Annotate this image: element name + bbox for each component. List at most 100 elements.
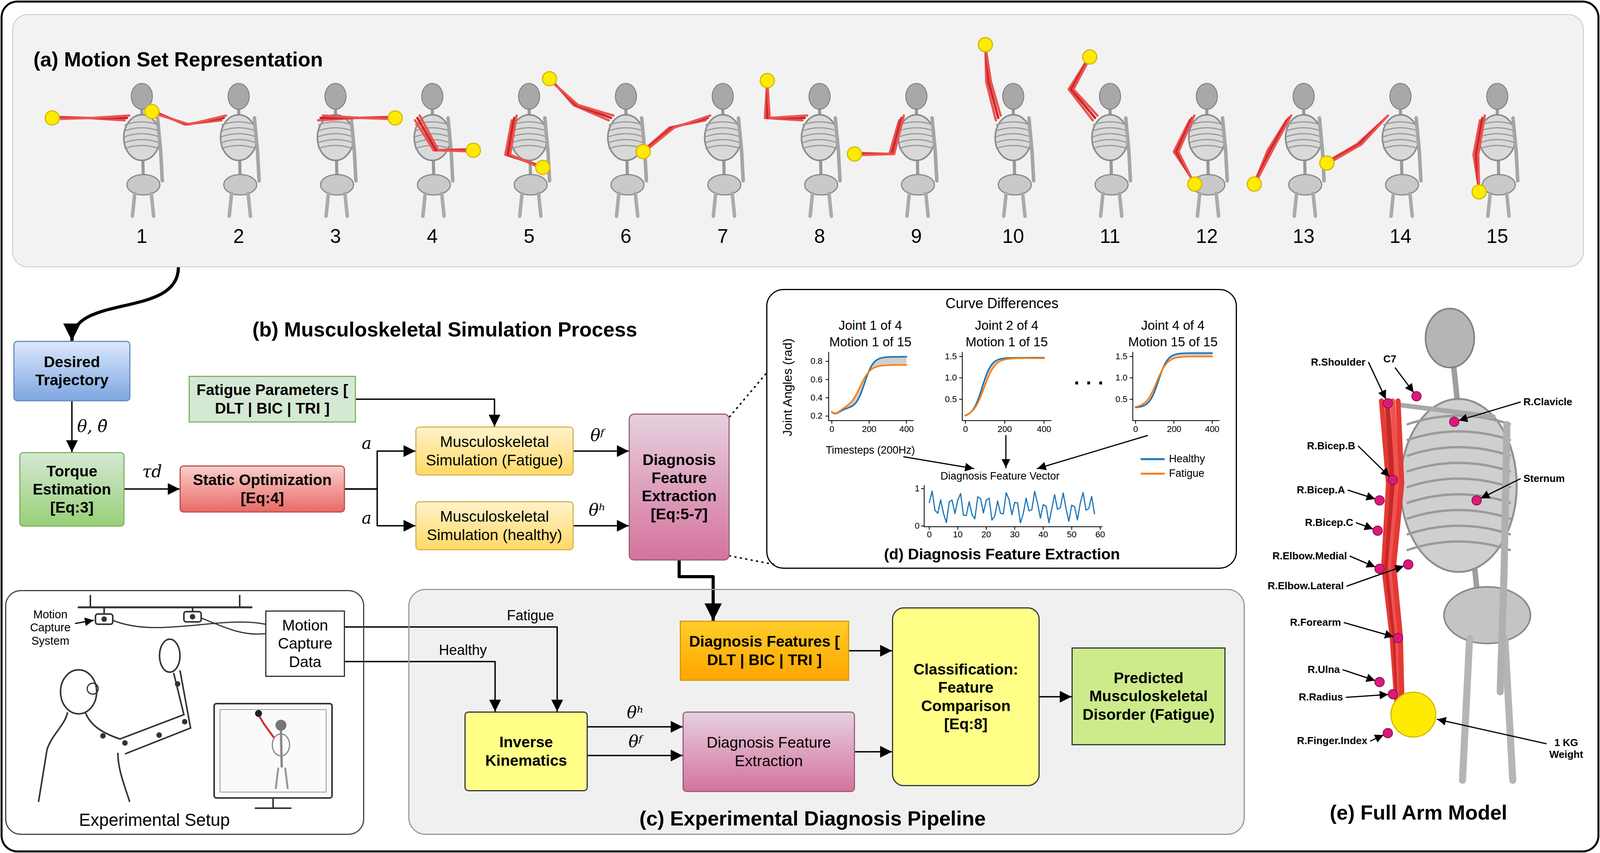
- annotation-label: 50: [1066, 529, 1077, 540]
- annotation-label: Sternum: [1523, 472, 1565, 485]
- healthy-curve: [965, 357, 1045, 416]
- leg: [829, 193, 832, 217]
- ribcage: [220, 114, 257, 161]
- marker-dot: [1393, 633, 1403, 643]
- leg: [1313, 193, 1316, 217]
- annotation-label: 9: [910, 225, 922, 248]
- ribcage: [801, 114, 838, 161]
- leg: [925, 193, 929, 217]
- rib: [1286, 139, 1322, 143]
- arm: [1222, 117, 1228, 181]
- arm-muscle: [510, 115, 543, 169]
- tick: [957, 526, 959, 530]
- connector: [729, 555, 777, 565]
- weight-ball: [978, 37, 993, 52]
- weight-ball: [847, 146, 862, 162]
- annotation-label: 15: [1486, 225, 1509, 248]
- leg: [810, 193, 813, 217]
- healthy-curve: [831, 356, 907, 414]
- leader-arrow: [1356, 522, 1374, 529]
- rib: [1383, 139, 1418, 143]
- rib: [124, 127, 160, 131]
- axis: [828, 420, 914, 421]
- marker-dot: [1388, 475, 1398, 485]
- connector: [71, 267, 179, 341]
- axis: [962, 420, 1052, 421]
- leg: [1119, 193, 1122, 217]
- rib: [511, 133, 547, 137]
- box-label: Fatigue Parameters [ DLT | BIC | TRI ]: [194, 380, 351, 417]
- feature-vector-curve: [929, 490, 1095, 523]
- leg: [441, 193, 445, 217]
- leg: [1197, 193, 1200, 217]
- connector: [587, 754, 683, 756]
- box-label: Diagnosis Feature Extraction: [688, 733, 850, 770]
- result-box: Predicted Musculoskeletal Disorder (Fati…: [1071, 647, 1226, 745]
- edge-label: θʰ: [626, 702, 644, 722]
- leg: [616, 193, 619, 217]
- skull: [711, 83, 734, 110]
- tick: [825, 415, 829, 417]
- rib: [608, 121, 644, 125]
- pelvis: [223, 174, 257, 195]
- leg: [1409, 193, 1413, 217]
- skull: [1389, 83, 1412, 110]
- annotation-label: 10: [1002, 225, 1025, 248]
- marker-dot: [1388, 689, 1398, 699]
- weight-ball: [636, 144, 651, 159]
- rib: [802, 121, 837, 125]
- arm-muscle: [854, 115, 905, 156]
- motion-set-panel: (a) Motion Set Representation: [12, 14, 1584, 268]
- panel-title: (c) Experimental Diagnosis Pipeline: [639, 805, 986, 831]
- arm: [1500, 424, 1507, 692]
- camera-mount: [103, 607, 105, 614]
- leg: [1294, 193, 1297, 217]
- rib: [221, 139, 256, 143]
- marker-dot: [1449, 416, 1459, 427]
- rib: [318, 121, 353, 125]
- rib: [1092, 139, 1128, 143]
- tick: [959, 355, 963, 357]
- rib: [1189, 145, 1224, 149]
- annotation-label: R.Bicep.A: [1296, 484, 1345, 496]
- rib: [318, 133, 353, 137]
- annotation-label: 0.5: [944, 394, 958, 404]
- camera-lens: [101, 616, 107, 622]
- marker-dot: [1403, 559, 1413, 569]
- annotation-label: Joint 1 of 4: [838, 317, 902, 333]
- rig-hanger: [89, 595, 92, 608]
- annotation-label: 1 KG Weight: [1546, 736, 1586, 761]
- rib: [802, 133, 837, 137]
- rib: [1189, 139, 1224, 143]
- arm-muscle: [767, 81, 808, 118]
- leg: [344, 193, 348, 217]
- rib: [705, 139, 740, 143]
- connector: [344, 626, 558, 712]
- mini-skull: [275, 719, 287, 731]
- box-label: Diagnosis Feature Extraction [Eq:5-7]: [634, 450, 724, 523]
- leg: [229, 193, 232, 217]
- panel-title: Experimental Setup: [78, 809, 230, 831]
- rib: [1406, 462, 1511, 472]
- ribcage: [317, 114, 354, 161]
- leader-arrow: [1480, 478, 1521, 499]
- annotation-label: R.Ulna: [1307, 663, 1340, 676]
- tick: [1014, 526, 1016, 530]
- skull: [905, 83, 927, 110]
- weight-ball: [1247, 176, 1262, 191]
- arm: [1029, 117, 1034, 181]
- skull: [324, 83, 347, 110]
- body-marker: [156, 732, 162, 738]
- rib: [221, 133, 256, 137]
- pointer-arrow: [1037, 435, 1148, 469]
- connector: [855, 750, 892, 753]
- rib: [1406, 541, 1511, 551]
- annotation-label: Motion 1 of 15: [829, 334, 912, 350]
- person-head: [60, 669, 97, 714]
- ribcage: [995, 114, 1032, 161]
- rib: [221, 121, 256, 125]
- arm-muscle: [1393, 400, 1403, 708]
- process-box: Torque Estimation [Eq:3]: [19, 451, 125, 527]
- pelvis: [901, 174, 935, 195]
